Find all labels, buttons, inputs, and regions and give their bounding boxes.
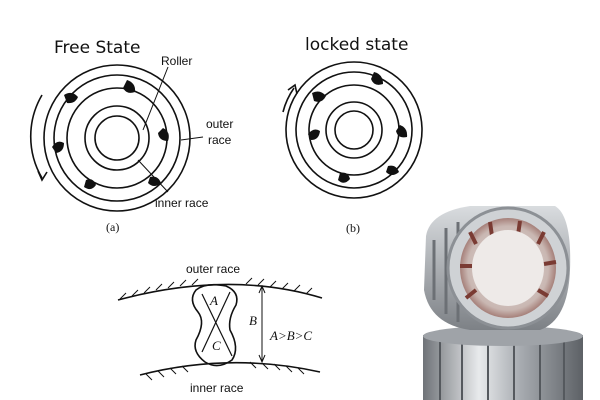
- point-a-label: A: [210, 293, 218, 308]
- caption-a: (a): [106, 220, 120, 234]
- diagonal-c: [201, 291, 231, 353]
- relation-label: A>B>C: [270, 328, 313, 343]
- inner-race-bore-circle: [94, 115, 140, 161]
- outer-race-inner-circle: [53, 74, 181, 202]
- shaft-top: [423, 326, 583, 346]
- outer-race-hatching: [119, 277, 313, 300]
- roller: [52, 141, 64, 153]
- roller: [84, 179, 96, 190]
- inner-race-outer-circle: [325, 101, 383, 159]
- inner-race-outer-circle: [84, 105, 150, 171]
- inner-race-hatching: [145, 361, 305, 381]
- roller-track-circle: [66, 87, 168, 189]
- outer-race-label: outer race: [206, 117, 234, 147]
- roller: [371, 72, 383, 85]
- bearing-bore-center: [472, 230, 544, 306]
- arrow-head: [258, 284, 266, 294]
- roller: [123, 80, 136, 93]
- inner-race-bore-circle: [334, 110, 374, 150]
- roller: [148, 176, 161, 186]
- free-state-title: Free State: [54, 38, 141, 58]
- outer-race-inner-circle: [295, 71, 413, 189]
- rollers-group-a: [52, 80, 169, 190]
- roller: [386, 165, 399, 175]
- roller: [64, 92, 78, 104]
- arrow-head: [287, 83, 298, 95]
- rotation-arrow-b: [282, 87, 295, 113]
- outer-race-outer-circle: [43, 64, 191, 212]
- point-b-label: B: [249, 313, 257, 328]
- roller: [396, 125, 408, 138]
- point-c-label: C: [212, 338, 221, 353]
- detail-inner-race-label: inner race: [190, 381, 244, 395]
- locked-state-title: locked state: [305, 35, 409, 55]
- detail-outer-race-label: outer race: [186, 262, 241, 276]
- arrow-head: [258, 354, 266, 364]
- bearing-photo: [423, 206, 583, 400]
- roller: [158, 128, 169, 141]
- inner-race-label: inner race: [155, 196, 209, 210]
- caption-b: (b): [346, 221, 360, 235]
- roller: [338, 172, 350, 183]
- roller-label: Roller: [161, 54, 193, 68]
- free-state-bearing-diagram: [29, 64, 204, 212]
- outer-race-arc: [117, 283, 323, 301]
- outer-race-leader-line: [180, 136, 204, 141]
- roller-leader-line: [142, 66, 169, 131]
- rollers-group-b: [308, 72, 408, 183]
- inner-race-leader-line: [137, 159, 169, 193]
- roller-wedge-detail: [117, 277, 323, 381]
- locked-state-bearing-diagram: [282, 61, 423, 199]
- roller: [308, 129, 320, 140]
- roller: [312, 91, 326, 102]
- shaft-grooves: [439, 340, 565, 400]
- needle-rollers: [460, 220, 557, 300]
- arrow-head: [37, 170, 48, 182]
- inner-race-arc: [139, 361, 321, 376]
- roller-profile: [191, 283, 238, 367]
- diagonal-a: [201, 293, 233, 357]
- outer-race-outer-circle: [285, 61, 423, 199]
- rotation-arrow-a: [29, 94, 43, 179]
